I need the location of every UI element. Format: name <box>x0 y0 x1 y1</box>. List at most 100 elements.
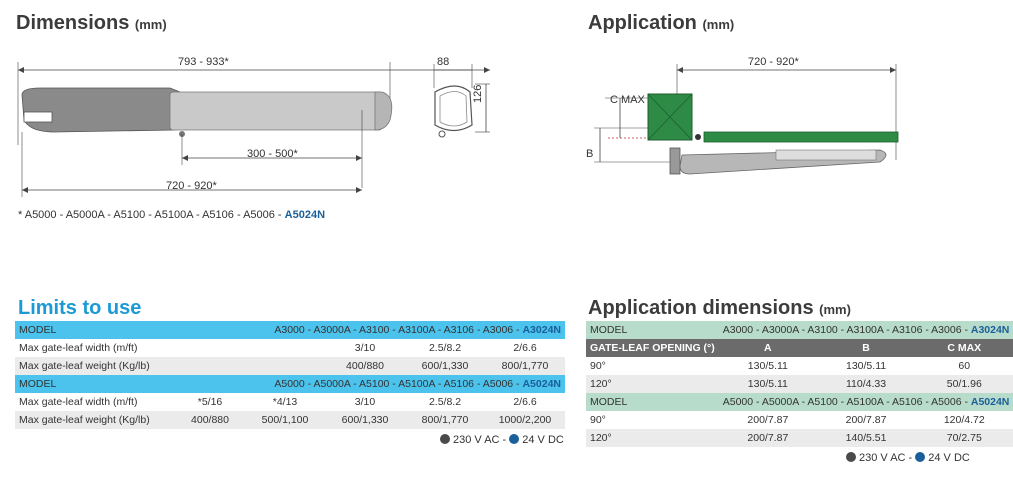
dim-stroke-label: 300 - 500* <box>247 148 298 160</box>
arrow-right-icon <box>484 67 490 73</box>
dim-height-label: 126 <box>472 84 484 103</box>
dot-230v-icon <box>440 434 450 444</box>
app-dims-header-models: A5000 - A5000A - A5100 - A5100A - A5106 … <box>718 393 1013 411</box>
cell: 3/10 <box>325 393 405 411</box>
table-row: Max gate-leaf width (m/ft) *5/16 *4/13 3… <box>15 393 565 411</box>
cell: 130/5.11 <box>718 375 817 393</box>
row-label: Max gate-leaf width (m/ft) <box>15 393 175 411</box>
app-dims-header-models-text: A5000 - A5000A - A5100 - A5100A - A5106 … <box>722 396 971 408</box>
limits-header-models: A3000 - A3000A - A3100 - A3100A - A3106 … <box>175 321 565 339</box>
cell: *4/13 <box>245 393 325 411</box>
legend-24-label: 24 V DC <box>522 434 564 446</box>
sub-header-cmax: C MAX <box>915 339 1013 357</box>
cell: 130/5.11 <box>718 357 817 375</box>
dot-24v-icon <box>509 434 520 444</box>
limits-table: MODEL A3000 - A3000A - A3100 - A3100A - … <box>15 321 565 429</box>
application-drawing <box>594 64 899 175</box>
cell: 130/5.11 <box>816 357 916 375</box>
sub-header-a: A <box>718 339 817 357</box>
limits-group-header: MODEL A3000 - A3000A - A3100 - A3100A - … <box>15 321 565 339</box>
table-row: Max gate-leaf width (m/ft) 3/10 2.5/8.2 … <box>15 339 565 357</box>
legend-230-label: 230 V AC - <box>453 434 510 446</box>
table-row: 90° 200/7.87 200/7.87 120/4.72 <box>586 411 1013 429</box>
footnote-models: * A5000 - A5000A - A5100 - A5100A - A510… <box>18 209 285 221</box>
app-dims-header-model-highlight: A3024N <box>970 324 1010 336</box>
app-dims-title: Application dimensions (mm) <box>588 297 851 320</box>
app-dims-unit: (mm) <box>819 302 851 317</box>
cell <box>245 339 325 357</box>
limits-title: Limits to use <box>18 297 142 319</box>
cell: 400/880 <box>325 357 405 375</box>
arrow-left-icon <box>18 67 24 73</box>
cell: 600/1,330 <box>405 357 485 375</box>
limits-legend: 230 V AC - 24 V DC <box>440 434 564 446</box>
cell: 2/6.6 <box>485 339 565 357</box>
app-b-label: B <box>586 148 594 160</box>
limits-group-header: MODEL A5000 - A5000A - A5100 - A5100A - … <box>15 375 565 393</box>
cell: 500/1,100 <box>245 411 325 429</box>
legend-230-label: 230 V AC - <box>859 452 916 464</box>
row-label: 90° <box>586 357 719 375</box>
cell <box>175 339 245 357</box>
limits-header-label: MODEL <box>15 321 175 339</box>
app-dims-group-header: MODEL A5000 - A5000A - A5100 - A5100A - … <box>586 393 1013 411</box>
application-unit: (mm) <box>702 17 735 32</box>
row-label: Max gate-leaf weight (Kg/lb) <box>15 411 175 429</box>
operator-section <box>434 85 473 132</box>
row-label: 120° <box>586 375 719 393</box>
cell: 400/880 <box>175 411 245 429</box>
row-label: Max gate-leaf weight (Kg/lb) <box>15 357 175 375</box>
row-label: 120° <box>586 429 719 447</box>
gate-leaf <box>703 131 899 143</box>
app-dims-header-models: A3000 - A3000A - A3100 - A3100A - A3106 … <box>718 321 1013 339</box>
app-cmax-label: C MAX <box>610 94 645 106</box>
cell: 110/4.33 <box>816 375 916 393</box>
dim-width-label: 88 <box>437 56 450 68</box>
operator-motor-body <box>21 87 181 133</box>
table-row: 90° 130/5.11 130/5.11 60 <box>586 357 1013 375</box>
table-row: Max gate-leaf weight (Kg/lb) 400/880 600… <box>15 357 565 375</box>
app-dim-top-label: 720 - 920* <box>748 56 799 68</box>
limits-header-model-highlight: A3024N <box>522 324 561 336</box>
dim-fix-label: 720 - 920* <box>166 180 217 192</box>
table-row: 120° 200/7.87 140/5.51 70/2.75 <box>586 429 1013 447</box>
dim-total-label: 793 - 933* <box>178 56 229 68</box>
dimensions-drawing <box>17 62 490 197</box>
cell: 600/1,330 <box>325 411 405 429</box>
legend-24-label: 24 V DC <box>928 452 970 464</box>
app-dims-title-text: Application dimensions <box>588 297 814 319</box>
limits-header-model-highlight: A5024N <box>522 378 561 390</box>
application-title-text: Application <box>588 12 697 34</box>
app-dims-table: MODEL A3000 - A3000A - A3100 - A3100A - … <box>586 321 1013 447</box>
cell: 800/1,770 <box>485 357 565 375</box>
limits-header-models: A5000 - A5000A - A5100 - A5100A - A5106 … <box>175 375 565 393</box>
limits-header-models-text: A5000 - A5000A - A5100 - A5100A - A5106 … <box>274 378 523 390</box>
cell: 2.5/8.2 <box>405 339 485 357</box>
cell: 200/7.87 <box>816 411 916 429</box>
operator-arm <box>169 91 383 131</box>
sub-header-opening: GATE-LEAF OPENING (°) <box>586 339 719 357</box>
cell: 2.5/8.2 <box>405 393 485 411</box>
cell: 120/4.72 <box>915 411 1013 429</box>
app-dims-group-header: MODEL A3000 - A3000A - A3100 - A3100A - … <box>586 321 1013 339</box>
application-title: Application (mm) <box>588 12 734 35</box>
cell: 70/2.75 <box>915 429 1013 447</box>
cell: 3/10 <box>325 339 405 357</box>
dot-24v-icon <box>915 452 926 462</box>
sub-header-b: B <box>816 339 916 357</box>
limits-header-models-text: A3000 - A3000A - A3100 - A3100A - A3106 … <box>274 324 523 336</box>
cell: *5/16 <box>175 393 245 411</box>
app-dims-header-models-text: A3000 - A3000A - A3100 - A3100A - A3106 … <box>722 324 971 336</box>
dimensions-footnote: * A5000 - A5000A - A5100 - A5100A - A510… <box>18 209 325 221</box>
cell: 60 <box>915 357 1013 375</box>
app-dims-legend: 230 V AC - 24 V DC <box>846 452 970 464</box>
limits-header-label: MODEL <box>15 375 175 393</box>
app-dims-header-label: MODEL <box>586 393 719 411</box>
row-label: Max gate-leaf width (m/ft) <box>15 339 175 357</box>
dot-230v-icon <box>846 452 856 462</box>
rear-bracket <box>23 111 53 123</box>
cell: 140/5.51 <box>816 429 916 447</box>
cell: 200/7.87 <box>718 429 817 447</box>
cell: 800/1,770 <box>405 411 485 429</box>
row-label: 90° <box>586 411 719 429</box>
